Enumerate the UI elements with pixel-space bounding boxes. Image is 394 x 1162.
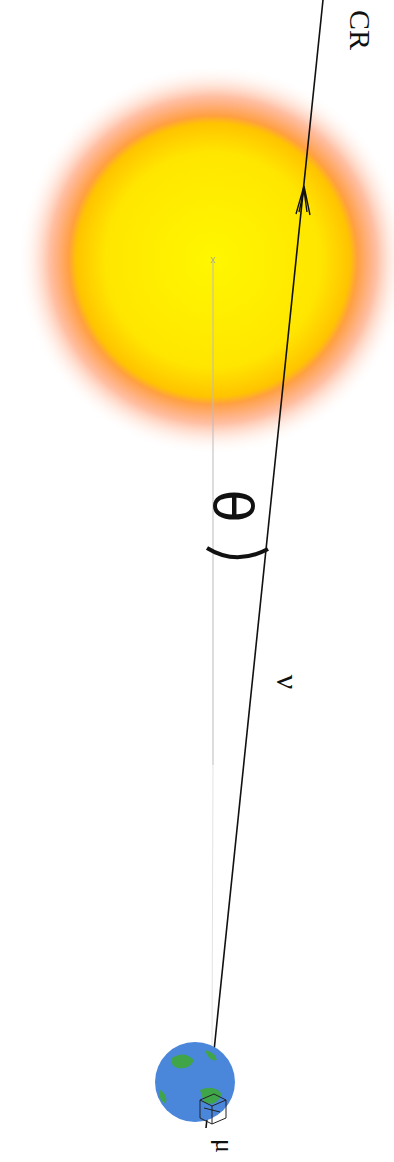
cosmic-ray-label: CR: [345, 10, 375, 50]
sun: [18, 65, 394, 455]
sun-earth-axis-faint: [212, 765, 213, 1050]
detector-symbol: [200, 1094, 226, 1124]
earth-land: [160, 1050, 222, 1104]
muon-label: μ: [211, 1139, 237, 1153]
angle-arc: [207, 548, 268, 557]
arrowhead: [296, 186, 310, 215]
neutrino-path: [206, 0, 323, 1128]
neutrino-label: ν: [272, 675, 304, 689]
angle-label: θ: [205, 489, 259, 522]
earth: [155, 1042, 235, 1122]
